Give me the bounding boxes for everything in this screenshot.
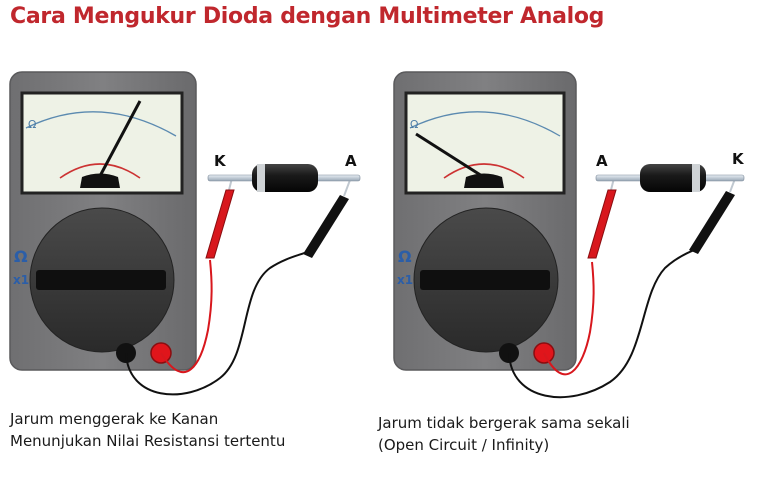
page-title: Cara Mengukur Dioda dengan Multimeter An… (10, 4, 605, 29)
right-diode-body (640, 164, 706, 192)
left-multimeter: Ω Ω x1k (9, 71, 197, 371)
left-black-probe-tip (343, 179, 351, 197)
left-black-wire (125, 251, 308, 396)
right-multimeter: Ω Ω x1k (393, 71, 577, 371)
left-probe-assembly: K A (125, 152, 361, 396)
right-ohm-scale-arc (409, 111, 561, 137)
right-needle-pivot (464, 173, 504, 188)
left-range-ohm-symbol: Ω (14, 247, 28, 266)
left-meter-needle (98, 100, 142, 177)
left-red-wire (160, 259, 213, 374)
right-selector-pointer (420, 270, 550, 290)
left-caption: Jarum menggerak ke Kanan Menunjukan Nila… (10, 408, 285, 452)
right-caption: Jarum tidak bergerak sama sekali (Open C… (378, 412, 630, 456)
right-diode-cathode-band (692, 164, 700, 192)
right-diode-label-k: K (732, 150, 745, 168)
left-caption-line-1: Jarum menggerak ke Kanan (10, 410, 219, 428)
right-dial-ohm-symbol: Ω (410, 118, 418, 131)
left-caption-line-2: Menunjukan Nilai Resistansi tertentu (10, 432, 286, 450)
left-ohm-scale-arc (25, 111, 177, 137)
right-red-scale-arc (443, 163, 525, 179)
right-diode-label-a: A (596, 152, 608, 170)
left-diode-body (252, 164, 318, 192)
right-red-wire (543, 261, 595, 376)
right-caption-line-1: Jarum tidak bergerak sama sekali (378, 414, 630, 432)
right-range-ohm-symbol: Ω (398, 247, 412, 266)
left-needle-pivot (80, 173, 120, 188)
right-caption-line-2: (Open Circuit / Infinity) (378, 436, 550, 454)
left-black-probe[interactable] (303, 195, 349, 258)
left-red-probe[interactable] (205, 189, 235, 259)
right-red-probe[interactable] (587, 189, 617, 259)
right-meter-needle (415, 132, 483, 178)
left-selector-pointer (36, 270, 166, 290)
left-diode-cathode-band (257, 164, 265, 192)
right-black-wire (508, 249, 695, 399)
right-black-probe[interactable] (689, 191, 735, 254)
left-red-scale-arc (59, 163, 141, 179)
left-dial-ohm-symbol: Ω (28, 118, 36, 131)
right-probe-assembly: A K (508, 150, 745, 399)
left-diode-label-a: A (345, 152, 357, 170)
left-diode-label-k: K (214, 152, 227, 170)
